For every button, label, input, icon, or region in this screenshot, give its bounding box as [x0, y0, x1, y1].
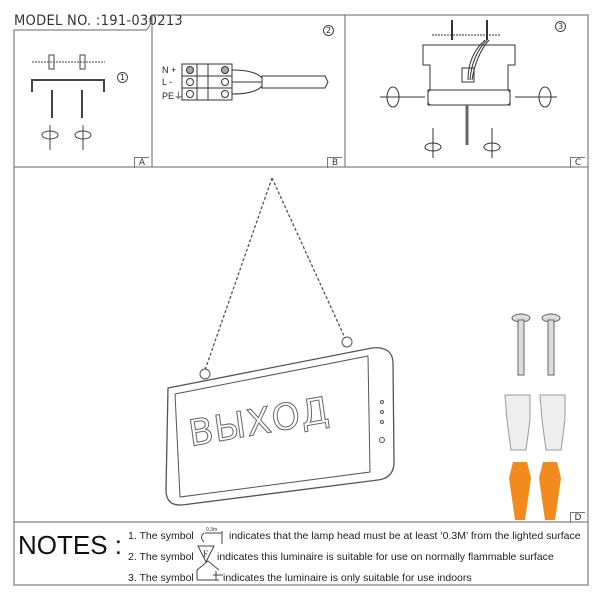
panel-tag-d: D	[570, 512, 585, 523]
note-3-prefix: 3. The symbol	[128, 572, 194, 584]
wall-anchors-icon	[509, 462, 561, 520]
notes-title: NOTES :	[18, 530, 123, 560]
ceiling-mount-drawing	[380, 20, 557, 158]
svg-text:0.3m: 0.3m	[206, 527, 217, 533]
note-2-text: indicates this luminaire is suitable for…	[217, 551, 554, 563]
step-3-marker: 3	[555, 21, 566, 32]
panel-tag-b: B	[327, 157, 342, 168]
note-2-prefix: 2. The symbol	[128, 551, 194, 563]
screws-icon	[511, 313, 561, 376]
note-1-prefix: 1. The symbol	[128, 530, 194, 542]
step-2-marker: 2	[323, 25, 334, 36]
svg-text:F: F	[203, 549, 208, 559]
terminal-n-label: N +	[162, 65, 177, 75]
note-3: 3. The symbol indicates the luminaire is…	[128, 572, 472, 584]
exit-sign-drawing	[165, 177, 395, 506]
note-1: 1. The symbol indicates that the lamp he…	[128, 530, 581, 542]
step-1-marker: 1	[117, 72, 128, 83]
terminal-l-label: L -	[162, 77, 173, 87]
note-2: 2. The symbol indicates this luminaire i…	[128, 551, 554, 563]
note-symbols	[196, 531, 223, 581]
note-1-text: indicates that the lamp head must be at …	[229, 530, 581, 542]
note-3-text: indicates the luminaire is only suitable…	[223, 572, 472, 584]
panel-tag-a: A	[134, 157, 149, 168]
panel-tag-c: C	[570, 157, 585, 168]
model-number: MODEL NO. :191-030213	[14, 13, 184, 29]
terminal-block-drawing	[181, 63, 329, 101]
mounting-bracket-drawing	[31, 54, 105, 150]
terminal-pe-label: PE⏚	[162, 91, 184, 101]
wire-connectors-icon	[504, 394, 566, 451]
